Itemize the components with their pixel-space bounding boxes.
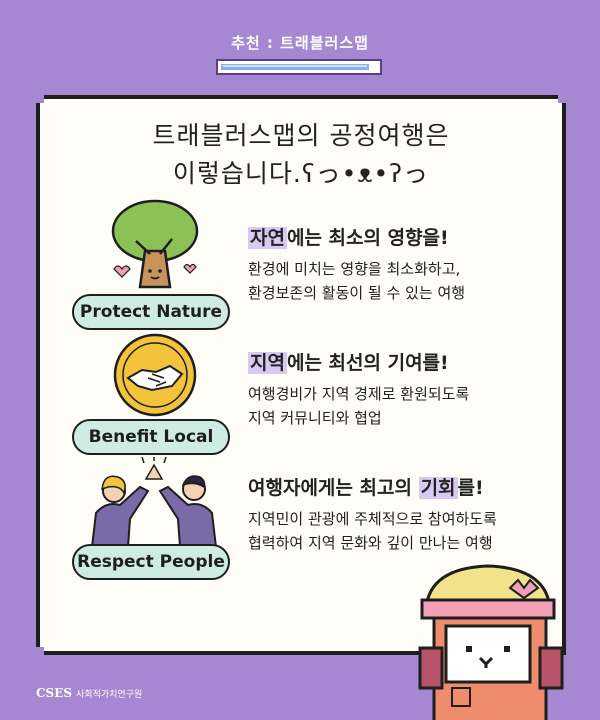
- logo-text: CSES: [36, 686, 73, 700]
- org-name: 사회적가치연구원: [76, 690, 143, 700]
- badge-protect-nature: Protect Nature: [72, 294, 230, 330]
- desc-local: 여행경비가 지역 경제로 환원되도록 지역 커뮤니티와 협업: [248, 382, 558, 430]
- desc-line-1: 환경에 미치는 영향을 최소화하고,: [248, 260, 461, 278]
- desc-line-1: 여행경비가 지역 경제로 환원되도록: [248, 385, 470, 403]
- heading-rest: 를!: [457, 477, 484, 499]
- progress-bar: [216, 59, 382, 75]
- handshake-icon: [113, 333, 197, 417]
- desc-nature: 환경에 미치는 영향을 최소화하고, 환경보존의 활동이 될 수 있는 여행: [248, 257, 558, 305]
- badge-respect-people: Respect People: [72, 544, 230, 580]
- progress-fill: [221, 64, 370, 70]
- desc-people: 지역민이 관광에 주체적으로 참여하도록 협력하여 지역 문화와 깊이 만나는 …: [248, 507, 558, 555]
- heading-rest: 에는 최선의 기여를!: [286, 352, 449, 374]
- card-title: 트래블러스맵의 공정여행은 이렇습니다.ʕっ•ᴥ•ʔっ: [40, 117, 562, 193]
- title-line-1: 트래블러스맵의 공정여행은: [152, 121, 450, 150]
- badge-benefit-local: Benefit Local: [72, 419, 230, 455]
- desc-line-2: 환경보존의 활동이 될 수 있는 여행: [248, 284, 466, 302]
- heading-highlight: 지역: [248, 352, 287, 374]
- card-corner: [558, 95, 566, 103]
- card-corner: [36, 647, 44, 655]
- desc-line-2: 지역 커뮤니티와 협업: [248, 409, 382, 427]
- heading-highlight: 기회: [418, 477, 458, 499]
- content-card: 트래블러스맵의 공정여행은 이렇습니다.ʕっ•ᴥ•ʔっ Protect Natu…: [36, 95, 566, 655]
- tree-icon: [111, 199, 199, 289]
- card-corner: [36, 95, 44, 103]
- title-line-2: 이렇습니다.ʕっ•ᴥ•ʔっ: [172, 159, 430, 188]
- heading-highlight: 자연: [248, 227, 287, 249]
- desc-line-1: 지역민이 관광에 주체적으로 참여하도록: [248, 510, 497, 528]
- high-five-icon: [90, 457, 218, 547]
- recommend-label: 추천 : 트래블러스맵: [231, 34, 369, 52]
- heading-rest: 에는 최소의 영향을!: [286, 227, 449, 249]
- mascot-icon: [418, 564, 564, 720]
- desc-line-2: 협력하여 지역 문화와 깊이 만나는 여행: [248, 534, 493, 552]
- heading-pre: 여행자에게는 최고의: [248, 477, 419, 499]
